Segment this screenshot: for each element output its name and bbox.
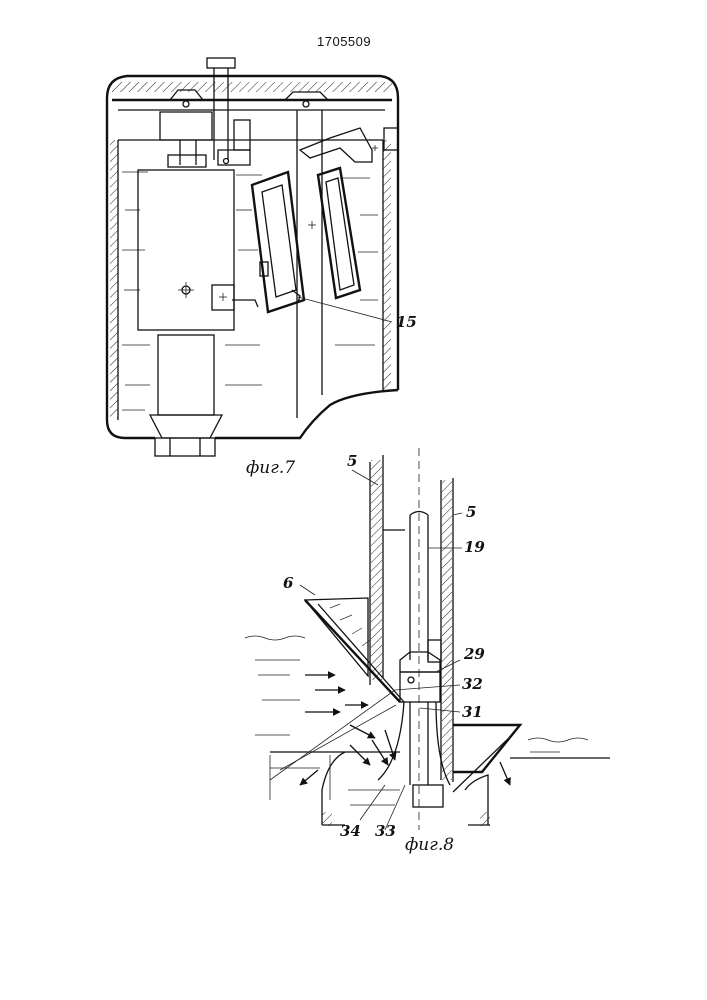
figure-7-drawing [107, 58, 398, 456]
ref-label-31: 31 [462, 703, 483, 721]
ref-label-15: 15 [396, 313, 417, 331]
ref-label-19: 19 [464, 538, 485, 556]
float-body [138, 170, 234, 330]
figure-8-drawing [245, 448, 610, 830]
ref-label-5-right: 5 [466, 503, 476, 521]
ref-label-33: 33 [375, 822, 396, 840]
right-wall-5-hatch [442, 480, 452, 780]
right-wall-hatch [383, 140, 391, 392]
figure-8-caption: фиг.8 [405, 835, 454, 855]
ref-label-32: 32 [462, 675, 483, 693]
lid-hatch [112, 82, 392, 92]
ref-label-34: 34 [340, 822, 361, 840]
figure-7-caption: фиг.7 [246, 458, 295, 478]
ref-label-6: 6 [283, 574, 293, 592]
ref-label-5-left: 5 [347, 452, 357, 470]
ref-label-29: 29 [464, 645, 485, 663]
tilted-bucket-left [252, 172, 304, 312]
left-wall-5-hatch [371, 460, 382, 680]
left-wall-hatch [110, 140, 118, 418]
